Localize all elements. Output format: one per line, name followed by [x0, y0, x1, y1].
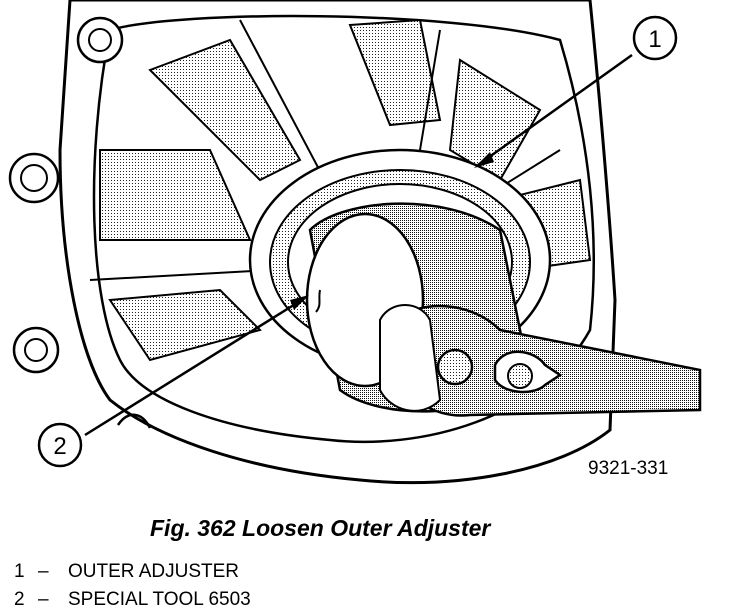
- legend-text: SPECIAL TOOL 6503: [68, 589, 251, 610]
- housing-bolts: [8, 16, 152, 429]
- callout-1: 1: [632, 15, 678, 61]
- legend-dash: –: [38, 561, 49, 582]
- diagram-illustration: 1 2: [8, 0, 702, 485]
- figure-id: 9321-331: [588, 458, 669, 479]
- legend-item: 1 – OUTER ADJUSTER: [14, 558, 251, 586]
- legend-item: 2 – SPECIAL TOOL 6503: [14, 586, 251, 614]
- legend-dash: –: [38, 589, 49, 610]
- callout-1-number: 1: [648, 26, 661, 53]
- leader-lines: [84, 53, 633, 437]
- callout-2-number: 2: [53, 433, 66, 460]
- legend-number: 2: [14, 589, 25, 610]
- legend: 1 – OUTER ADJUSTER 2 – SPECIAL TOOL 6503: [14, 558, 251, 614]
- special-tool-6503: [305, 202, 702, 417]
- figure-caption: Fig. 362 Loosen Outer Adjuster: [150, 515, 491, 541]
- legend-number: 1: [14, 561, 25, 582]
- housing-ribs: [89, 18, 592, 362]
- legend-text: OUTER ADJUSTER: [68, 561, 240, 582]
- callout-2: 2: [37, 422, 83, 468]
